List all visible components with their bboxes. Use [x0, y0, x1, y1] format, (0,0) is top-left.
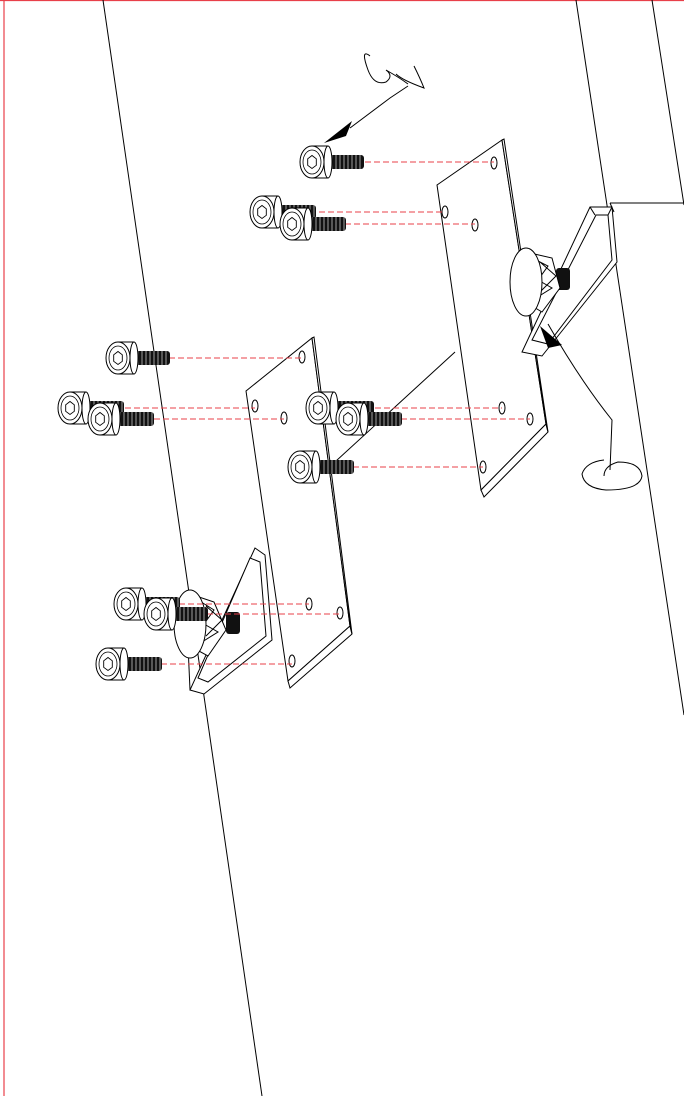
- cap-screw: [299, 145, 364, 179]
- cap-screw: [95, 647, 162, 681]
- cap-screws: [57, 145, 402, 681]
- cap-screw: [87, 402, 154, 436]
- cap-screw: [105, 341, 170, 375]
- upper-mounting-plate: [436, 138, 549, 498]
- upper-thumb-knob: [509, 247, 570, 317]
- panel-outline: [102, 0, 684, 1096]
- callout-6-label: 6: [610, 479, 611, 481]
- cap-screw: [287, 450, 354, 484]
- callout-6: 6: [581, 459, 643, 491]
- leader-lines: [324, 85, 613, 471]
- cap-screw: [335, 402, 402, 436]
- callout-3: 3: [364, 53, 425, 89]
- cap-screw: [143, 597, 208, 631]
- projection-lines: [116, 161, 530, 665]
- cap-screw: [279, 207, 346, 241]
